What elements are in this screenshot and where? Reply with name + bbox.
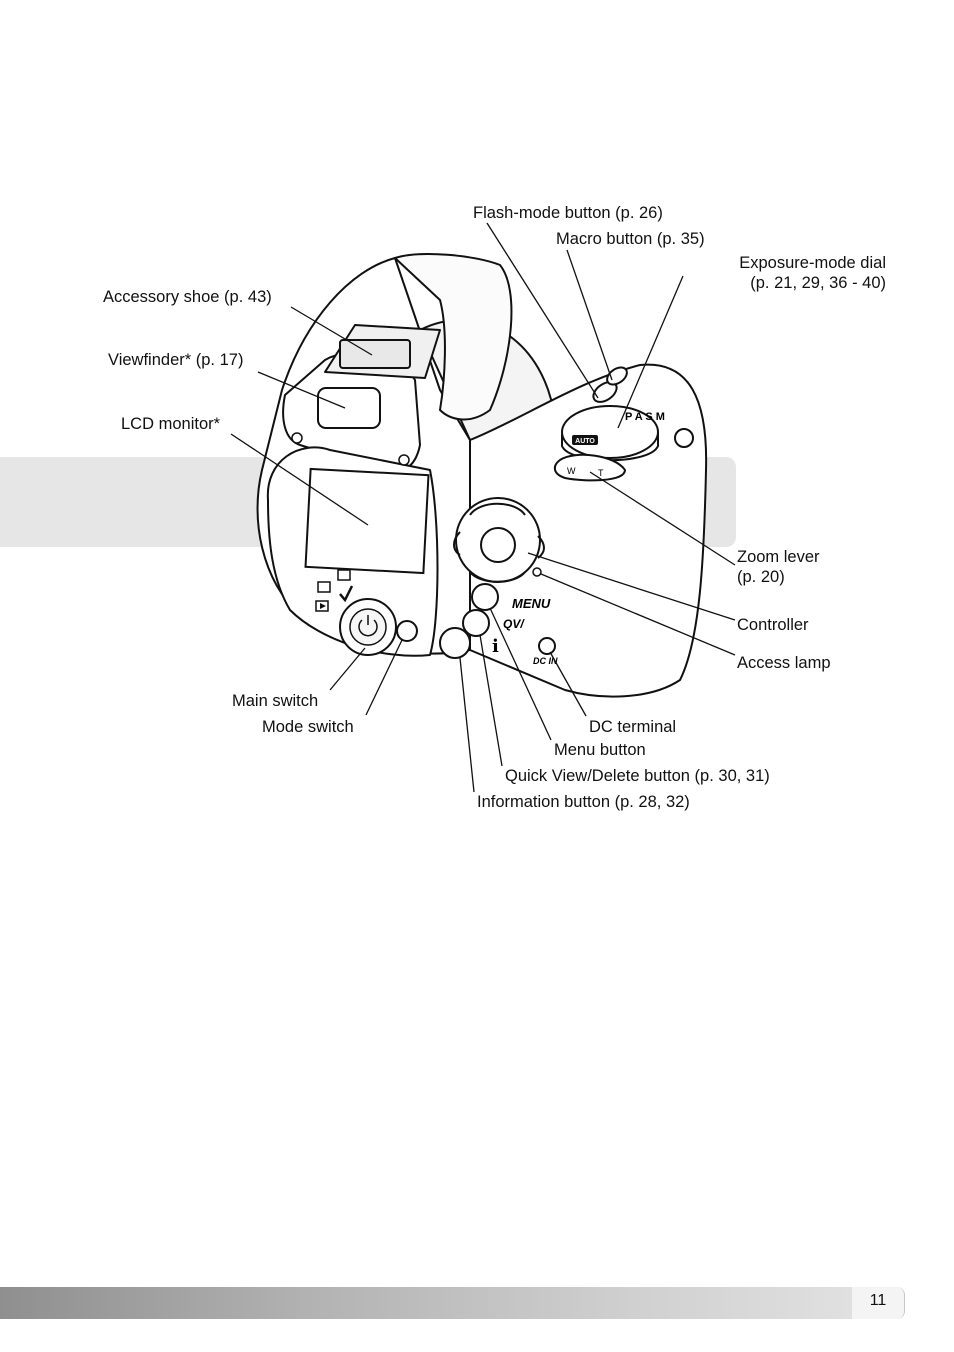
shoe-plate [339,339,411,369]
svg-text:W: W [567,466,576,476]
playback-mode-icon [315,600,329,612]
label-exposure-mode-dial: Exposure-mode dial (p. 21, 29, 36 - 40) [739,254,886,292]
dc-terminal-shape [538,637,556,655]
info-marking: i [492,636,499,657]
label-main-switch: Main switch [232,692,319,710]
label-access-lamp: Access lamp [737,654,831,672]
menu-marking: MENU [512,596,551,611]
mode-switch-shape [396,620,418,642]
zoom-lever-shape [553,453,627,482]
label-quick-view-delete-button: Quick View/Delete button (p. 30, 31) [505,767,770,785]
label-menu-button: Menu button [554,741,646,759]
qv-marking: QV/ [503,617,525,631]
label-accessory-shoe: Accessory shoe (p. 43) [103,288,272,306]
label-viewfinder: Viewfinder* (p. 17) [108,351,244,369]
macro-button-shape [606,366,628,386]
info-button-shape [439,627,471,659]
quick-view-button-shape [462,609,490,637]
label-dc-terminal: DC terminal [589,718,677,736]
label-mode-switch: Mode switch [262,718,354,736]
label-information-button: Information button (p. 28, 32) [477,793,690,811]
flash-unit [394,253,513,421]
camera-mode-icon [317,581,331,593]
page-number-tab [852,1287,905,1319]
label-flash-mode-button: Flash-mode button (p. 26) [473,204,663,222]
auto-marking: AUTO [575,438,595,445]
label-lcd-monitor: LCD monitor* [121,415,221,433]
footer-bar [0,1287,904,1319]
lcd-screen [304,467,430,575]
access-lamp-shape [532,567,542,577]
svg-text:T: T [598,468,604,478]
dc-in-marking: DC IN [533,656,558,666]
label-zoom-lever: Zoom lever (p. 20) [737,548,820,586]
label-macro-button: Macro button (p. 35) [556,230,705,248]
label-controller: Controller [737,616,809,634]
viewfinder-eyepiece [317,387,381,429]
svg-text:P A S M: P A S M [625,411,665,423]
movie-mode-icon [337,569,351,581]
menu-button-shape [471,583,499,611]
page-number: 11 [869,1292,887,1309]
